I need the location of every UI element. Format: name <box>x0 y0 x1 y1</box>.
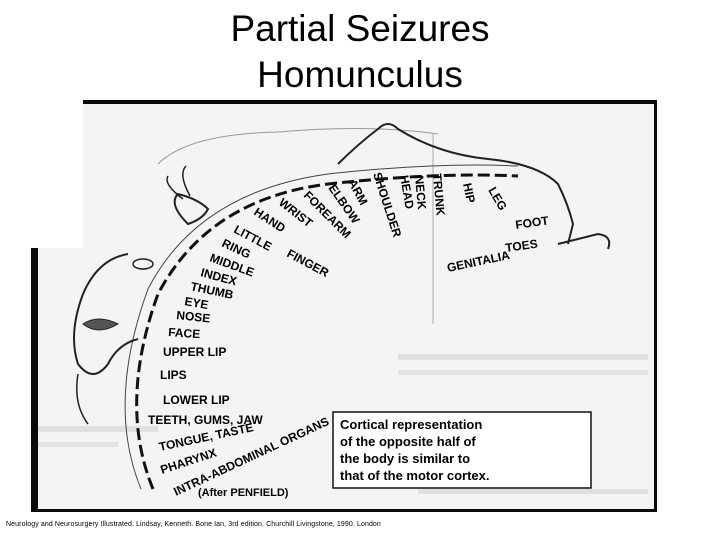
label-lips: LIPS <box>160 368 187 382</box>
slide-title: Partial Seizures Homunculus <box>0 6 720 98</box>
homunculus-eye <box>132 258 154 270</box>
label-eye: EYE <box>183 294 209 312</box>
homunculus-figure: HIP LEG TRUNK NECK HEAD SHOULDER ARM ELB… <box>38 104 654 509</box>
homunculus-lips <box>82 318 120 331</box>
homunculus-tongue <box>76 373 89 425</box>
title-line-1: Partial Seizures <box>230 8 490 49</box>
label-nose: NOSE <box>176 308 211 325</box>
figure-corner-whiteout <box>31 100 83 248</box>
background-text-texture <box>38 354 648 494</box>
caption-line-2: of the opposite half of <box>340 434 476 449</box>
title-line-2: Homunculus <box>257 54 463 95</box>
cortex-arc-outer <box>124 164 519 490</box>
finger-line <box>166 175 184 200</box>
caption-box: Cortical representation of the opposite … <box>332 411 592 489</box>
caption-line-1: Cortical representation <box>340 417 482 432</box>
label-neck: NECK <box>412 175 429 210</box>
homunculus-foot <box>557 232 611 250</box>
brain-outline <box>157 127 439 165</box>
label-leg: LEG <box>485 185 509 213</box>
label-head: HEAD <box>397 174 417 210</box>
caption-border <box>332 411 592 489</box>
label-hip: HIP <box>460 182 478 204</box>
homunculus-body-outline <box>337 123 575 245</box>
label-toes: TOES <box>504 237 538 255</box>
homunculus-face <box>73 253 139 375</box>
label-trunk: TRUNK <box>430 173 448 216</box>
caption-line-4: that of the motor cortex. <box>340 468 490 483</box>
label-upper-lip: UPPER LIP <box>163 345 226 359</box>
label-lower-lip: LOWER LIP <box>163 393 230 407</box>
credit-label: (After PENFIELD) <box>198 487 289 499</box>
label-genitalia: GENITALIA <box>446 248 512 275</box>
label-teeth-gums-jaw: TEETH, GUMS, JAW <box>148 413 263 427</box>
citation: Neurology and Neurosurgery Illustrated. … <box>6 521 381 528</box>
homunculus-svg: HIP LEG TRUNK NECK HEAD SHOULDER ARM ELB… <box>38 123 648 499</box>
caption-line-3: the body is similar to <box>340 451 470 466</box>
label-face: FACE <box>168 325 201 341</box>
cortex-arc <box>135 173 519 490</box>
label-finger: FINGER <box>285 246 332 280</box>
homunculus-hand <box>173 192 210 226</box>
finger-line <box>182 165 191 197</box>
label-foot: FOOT <box>514 213 550 232</box>
